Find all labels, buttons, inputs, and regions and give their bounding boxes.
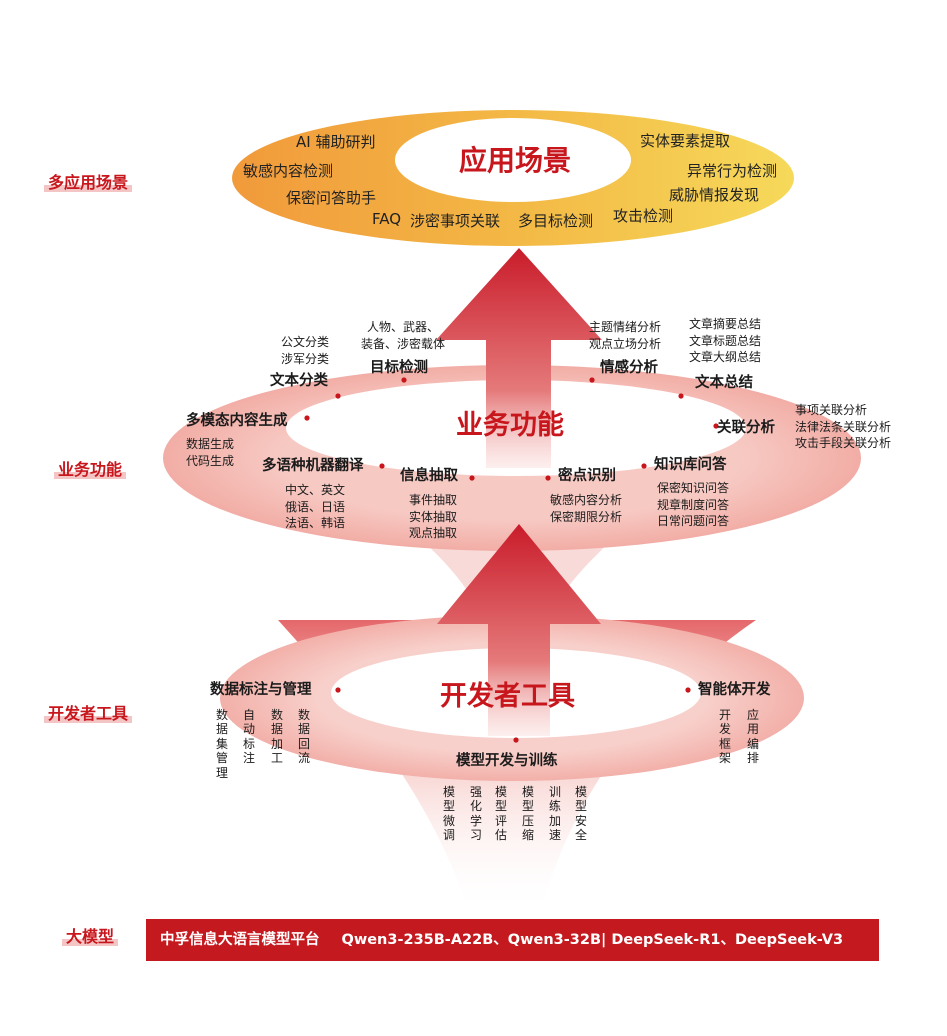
group-subs-correlation: 事项关联分析 法律法条关联分析 攻击手段关联分析 bbox=[795, 402, 891, 452]
vertical-item: 模型安全 bbox=[574, 785, 587, 843]
vertical-item: 模型评估 bbox=[494, 785, 507, 843]
sub-item: 法语、韩语 bbox=[285, 516, 346, 531]
business-ring-title: 业务功能 bbox=[456, 410, 564, 441]
sub-item: 事件抽取 bbox=[409, 493, 458, 507]
app-item: 攻击检测 bbox=[613, 207, 674, 225]
sub-item: 公文分类 bbox=[281, 335, 330, 349]
marker-dot bbox=[545, 475, 551, 481]
group-subs-translation: 中文、英文 俄语、日语 法语、韩语 bbox=[285, 482, 345, 532]
app-item: 涉密事项关联 bbox=[410, 212, 501, 230]
side-label-applications: 多应用场景 bbox=[44, 173, 133, 193]
app-item: 实体要素提取 bbox=[640, 132, 731, 150]
vertical-item: 数据加工 bbox=[270, 708, 283, 766]
marker-dot bbox=[589, 377, 595, 383]
marker-dot bbox=[379, 463, 385, 469]
group-head-secret-point: 密点识别 bbox=[558, 468, 616, 484]
group-head-object-detection: 目标检测 bbox=[370, 360, 428, 376]
vertical-item: 训练加速 bbox=[548, 785, 561, 843]
sub-item: 规章制度问答 bbox=[657, 497, 730, 512]
side-label-model: 大模型 bbox=[62, 927, 119, 947]
ring-markers bbox=[304, 377, 719, 743]
lower-arrow bbox=[437, 524, 601, 736]
sub-item: 日常问题问答 bbox=[657, 514, 730, 529]
vertical-item: 数据集管理 bbox=[215, 708, 228, 780]
marker-dot bbox=[713, 423, 719, 429]
side-label-business: 业务功能 bbox=[54, 460, 127, 480]
platform-name: 中孚信息大语言模型平台 bbox=[160, 931, 320, 948]
sub-item: 保密期限分析 bbox=[550, 509, 623, 524]
sub-item: 法律法条关联分析 bbox=[795, 419, 892, 434]
sub-item: 文章大纲总结 bbox=[689, 350, 762, 365]
marker-dot bbox=[401, 377, 407, 383]
app-item: FAQ bbox=[372, 210, 402, 228]
sub-item: 攻击手段关联分析 bbox=[795, 436, 892, 451]
group-head-translation: 多语种机器翻译 bbox=[262, 458, 364, 474]
group-head-text-classification: 文本分类 bbox=[270, 373, 328, 389]
group-subs-extraction: 事件抽取 实体抽取 观点抽取 bbox=[409, 492, 457, 542]
side-label-developer: 开发者工具 bbox=[44, 704, 133, 724]
vertical-item: 应用编排 bbox=[746, 708, 759, 766]
marker-dot bbox=[678, 393, 684, 399]
group-subs-knowledge-qa: 保密知识问答 规章制度问答 日常问题问答 bbox=[657, 480, 729, 530]
app-item: AI 辅助研判 bbox=[296, 133, 376, 151]
sub-item: 代码生成 bbox=[186, 453, 235, 468]
developer-ring-title: 开发者工具 bbox=[440, 681, 575, 712]
app-item: 多目标检测 bbox=[518, 212, 594, 230]
vertical-item: 模型微调 bbox=[442, 785, 455, 843]
marker-dot bbox=[641, 463, 647, 469]
group-head-multimodal: 多模态内容生成 bbox=[186, 413, 288, 429]
model-list: Qwen3-235B-A22B、Qwen3-32B| DeepSeek-R1、D… bbox=[341, 931, 844, 948]
group-head-correlation: 关联分析 bbox=[717, 420, 775, 436]
sub-item: 俄语、日语 bbox=[285, 499, 346, 514]
sub-item: 保密知识问答 bbox=[657, 481, 730, 495]
sub-item: 主题情绪分析 bbox=[589, 320, 662, 334]
group-head-data-labeling: 数据标注与管理 bbox=[210, 682, 312, 698]
vertical-item: 强化学习 bbox=[469, 785, 482, 843]
marker-dot bbox=[335, 687, 341, 693]
sub-item: 中文、英文 bbox=[285, 483, 346, 497]
group-head-agent-dev: 智能体开发 bbox=[698, 682, 771, 698]
marker-dot bbox=[513, 737, 519, 743]
group-subs-sentiment: 主题情绪分析 观点立场分析 bbox=[589, 319, 661, 352]
group-subs-multimodal: 数据生成 代码生成 bbox=[186, 436, 234, 469]
group-head-summary: 文本总结 bbox=[695, 375, 753, 391]
marker-dot bbox=[685, 687, 691, 693]
group-subs-summary: 文章摘要总结 文章标题总结 文章大纲总结 bbox=[689, 316, 761, 366]
sub-item: 文章摘要总结 bbox=[689, 317, 762, 331]
marker-dot bbox=[335, 393, 341, 399]
app-item: 保密问答助手 bbox=[286, 189, 377, 207]
sub-item: 观点立场分析 bbox=[589, 336, 662, 351]
app-item: 威胁情报发现 bbox=[669, 186, 760, 204]
sub-item: 事项关联分析 bbox=[795, 403, 868, 417]
sub-item: 实体抽取 bbox=[409, 509, 458, 524]
sub-item: 敏感内容分析 bbox=[550, 493, 623, 507]
sub-item: 观点抽取 bbox=[409, 526, 458, 541]
app-item: 敏感内容检测 bbox=[243, 162, 334, 180]
marker-dot bbox=[304, 415, 310, 421]
app-item: 异常行为检测 bbox=[687, 162, 778, 180]
vertical-item: 开发框架 bbox=[718, 708, 731, 766]
group-head-model-training: 模型开发与训练 bbox=[456, 753, 558, 769]
vertical-item: 自动标注 bbox=[242, 708, 255, 766]
model-banner: 中孚信息大语言模型平台 Qwen3-235B-A22B、Qwen3-32B| D… bbox=[146, 919, 879, 961]
application-ring-title: 应用场景 bbox=[459, 144, 572, 177]
vertical-item: 数据回流 bbox=[297, 708, 310, 766]
group-head-sentiment: 情感分析 bbox=[600, 360, 658, 376]
sub-item: 数据生成 bbox=[186, 437, 235, 451]
group-head-knowledge-qa: 知识库问答 bbox=[654, 457, 727, 473]
sub-item: 装备、涉密载体 bbox=[360, 336, 445, 351]
group-subs-text-classification: 公文分类 涉军分类 bbox=[281, 334, 329, 367]
sub-item: 涉军分类 bbox=[281, 351, 330, 366]
vertical-item: 模型压缩 bbox=[521, 785, 534, 843]
application-ring-hole bbox=[395, 118, 631, 202]
sub-item: 人物、武器、 bbox=[366, 320, 439, 334]
sub-item: 文章标题总结 bbox=[689, 333, 762, 348]
group-head-extraction: 信息抽取 bbox=[400, 468, 458, 484]
marker-dot bbox=[469, 475, 475, 481]
upper-arrow bbox=[436, 248, 602, 468]
group-subs-secret-point: 敏感内容分析 保密期限分析 bbox=[550, 492, 622, 525]
group-subs-object-detection: 人物、武器、 装备、涉密载体 bbox=[356, 319, 450, 352]
